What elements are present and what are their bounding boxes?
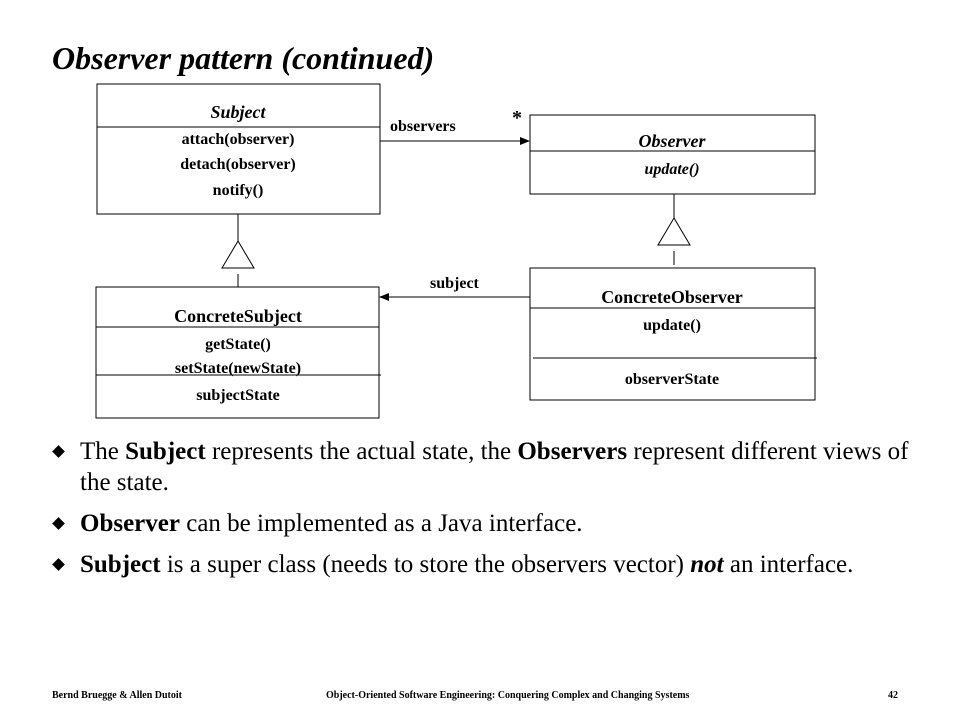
bullet-item: The Subject represents the actual state,… [52, 436, 932, 498]
association-observers-role: observers [390, 118, 456, 135]
diamond-bullet-icon [52, 517, 65, 530]
bullet-text-run: represents the actual state, the [205, 438, 518, 465]
bullet-text-run: Observers [517, 438, 628, 465]
bullet-list: The Subject represents the actual state,… [52, 436, 932, 590]
generalization-subject [221, 214, 255, 287]
footer-book-title: Object-Oriented Software Engineering: Co… [326, 690, 690, 701]
diamond-bullet-icon [52, 445, 65, 458]
diamond-bullet-icon [52, 558, 65, 571]
concrete-subject-op-setstate: setState(newState) [175, 360, 301, 377]
bullet-text-run: Subject [125, 438, 206, 465]
subject-op-detach: detach(observer) [180, 156, 296, 173]
observer-class: Observer update() [529, 114, 816, 195]
observer-op-update: update() [644, 161, 699, 178]
bullet-text: Subject is a super class (needs to store… [80, 551, 853, 578]
concrete-subject-op-getstate: getState() [205, 336, 271, 353]
association-subject: subject [379, 275, 530, 301]
inheritance-triangle-icon [657, 217, 691, 246]
subject-op-notify: notify() [213, 182, 264, 199]
concrete-observer-attr-observerstate: observerState [625, 371, 719, 388]
concrete-observer-class: ConcreteObserver update() observerState [529, 267, 817, 401]
slide-title: Observer pattern (continued) [52, 40, 435, 76]
bullet-item: Observer can be implemented as a Java in… [52, 508, 932, 539]
concrete-observer-class-name: ConcreteObserver [601, 287, 743, 307]
generalization-observer [657, 194, 691, 265]
inheritance-triangle-icon [221, 240, 255, 269]
bullet-text: Observer can be implemented as a Java in… [80, 510, 583, 537]
footer-page-number: 42 [888, 690, 898, 701]
concrete-subject-attr-subjectstate: subjectState [196, 387, 280, 404]
observer-class-name: Observer [639, 131, 707, 151]
bullet-text-run: Subject [80, 551, 161, 578]
bullet-text-run: is a super class (needs to store the obs… [160, 551, 691, 578]
association-subject-role: subject [430, 275, 480, 292]
concrete-observer-op-update: update() [643, 317, 701, 334]
concrete-subject-class-name: ConcreteSubject [174, 306, 302, 326]
subject-class-name: Subject [210, 102, 266, 122]
bullet-text-run: represent different views of the state. [80, 438, 909, 496]
bullet-text-run: an interface. [723, 551, 854, 578]
subject-class: Subject attach(observer) detach(observer… [96, 83, 381, 215]
subject-op-attach: attach(observer) [182, 131, 295, 148]
concrete-subject-class: ConcreteSubject getState() setState(newS… [95, 286, 381, 419]
footer-authors: Bernd Bruegge & Allen Dutoit [52, 690, 182, 701]
bullet-text-run: can be implemented as a Java interface. [179, 510, 583, 537]
bullet-text: The Subject represents the actual state,… [80, 438, 908, 496]
bullet-text-run: The [80, 438, 126, 465]
bullet-text-run: not [690, 551, 724, 578]
bullet-text-run: Observer [80, 510, 180, 537]
association-observers-multiplicity: * [512, 107, 522, 129]
association-observers: observers * [380, 107, 530, 145]
bullet-item: Subject is a super class (needs to store… [52, 549, 932, 580]
